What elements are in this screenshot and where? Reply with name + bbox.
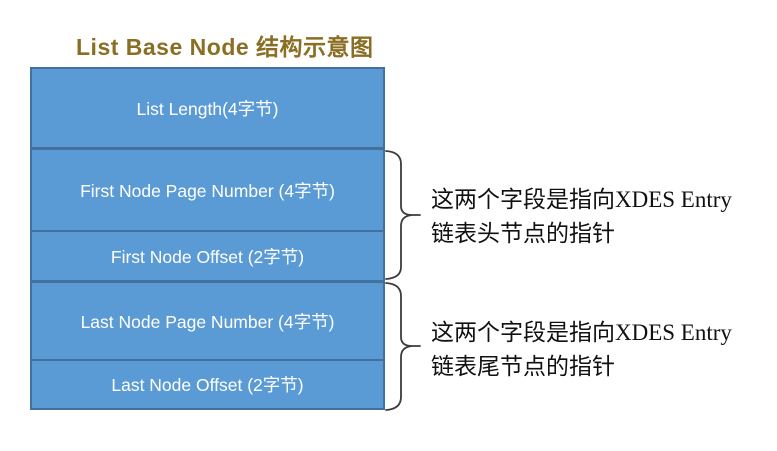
section-first-node-pointer: First Node Page Number (4字节) First Node … xyxy=(30,148,385,282)
field-row-last-node-page-number: Last Node Page Number (4字节) xyxy=(80,311,335,332)
section-list-length: List Length(4字节) xyxy=(30,67,385,149)
section-last-node-pointer: Last Node Page Number (4字节) Last Node Of… xyxy=(30,281,385,410)
annotation-first-line-1: 这两个字段是指向XDES Entry xyxy=(431,187,732,212)
diagram-title: List Base Node 结构示意图 xyxy=(76,34,374,60)
annotation-last-line-1: 这两个字段是指向XDES Entry xyxy=(431,320,732,345)
field-row-last-node-offset: Last Node Offset (2字节) xyxy=(32,359,383,408)
annotation-first-line-2: 链表头节点的指针 xyxy=(431,221,615,246)
field-row-list-length: List Length(4字节) xyxy=(136,98,279,119)
annotation-last-node-pointer: 这两个字段是指向XDES Entry 链表尾节点的指针 xyxy=(431,316,761,384)
field-row-first-node-offset: First Node Offset (2字节) xyxy=(32,230,383,280)
field-row-first-node-page-number: First Node Page Number (4字节) xyxy=(80,180,335,201)
list-base-node-box: List Length(4字节) First Node Page Number … xyxy=(30,67,385,410)
annotation-last-line-2: 链表尾节点的指针 xyxy=(431,354,615,379)
curly-brace-last-node xyxy=(385,282,421,411)
annotation-first-node-pointer: 这两个字段是指向XDES Entry 链表头节点的指针 xyxy=(431,183,761,251)
curly-brace-first-node xyxy=(385,150,421,280)
